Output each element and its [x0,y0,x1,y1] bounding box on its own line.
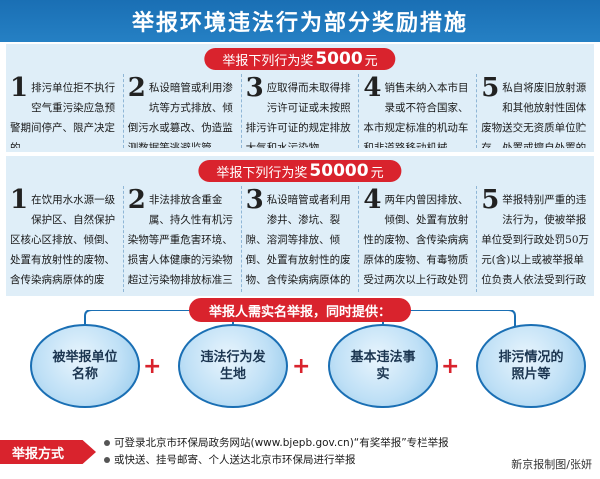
section-2-unit: 元 [370,165,384,181]
requirement-circle: 排污情况的照片等 [476,324,586,408]
section-2-item: 2 非法排放含重金属、持久性有机污染物等严重危害环境、损害人体健康的污染物超过污… [124,186,242,292]
item-text: 私设暗管或利用渗坑等方式排放、倾倒污水或篡改、伪造监测数据等逃避监管 [127,82,233,148]
section-2-item: 3 私设暗管或者利用渗井、渗坑、裂隙、溶洞等排放、倾倒、处置有放射性的废物、含传… [242,186,360,292]
section-1-item: 3 应取得而未取得排污许可证或未按照排污许可证的规定排放大气和水污染物 [242,74,360,148]
item-number: 1 [10,74,29,103]
section-1-items: 1 排污单位拒不执行空气重污染应急预警期间停产、限产决定的 2 私设暗管或利用渗… [6,74,594,148]
section-1-item: 2 私设暗管或利用渗坑等方式排放、倾倒污水或篡改、伪造监测数据等逃避监管 [124,74,242,148]
section-2-item: 4 两年内曾因排放、倾倒、处置有放射性的废物、含传染病病原体的废物、有毒物质受过… [359,186,478,292]
section-1-reward-badge: 举报下列行为奖 5000 元 [204,48,396,70]
requirement-text: 违法行为发生地 [200,350,266,382]
item-number: 4 [363,74,382,103]
item-number: 3 [245,74,264,103]
connector-line [84,310,516,326]
requirement-text: 被举报单位名称 [52,350,118,382]
item-text: 非法排放含重金属、持久性有机污染物等严重危害环境、损害人体健康的污染物超过污染物… [127,194,233,286]
requirement-circle: 基本违法事实 [328,324,438,408]
item-text: 销售未纳入本市目录或不符合国家、本市规定标准的机动车和非道路移动机械 [363,82,469,148]
section-1-unit: 元 [364,53,378,69]
requirement-circle: 被举报单位名称 [30,324,140,408]
requirement-text: 排污情况的照片等 [498,350,564,382]
item-text: 两年内曾因排放、倾倒、处置有放射性的废物、含传染病病原体的废物、有毒物质受过两次… [363,194,469,286]
item-number: 1 [10,186,29,215]
requirement-circle: 违法行为发生地 [178,324,288,408]
bullet-icon [104,440,110,446]
plus-sign: + [143,354,162,379]
item-text: 在饮用水水源一级保护区、自然保护区核心区排放、倾倒、处置有放射性的废物、含传染病… [10,194,116,286]
item-number: 5 [481,74,500,103]
section-2-item: 1 在饮用水水源一级保护区、自然保护区核心区排放、倾倒、处置有放射性的废物、含传… [6,186,124,292]
item-number: 2 [127,186,146,215]
section-1-item: 4 销售未纳入本市目录或不符合国家、本市规定标准的机动车和非道路移动机械 [359,74,478,148]
report-method-text: 或快送、挂号邮寄、个人送达北京市环保局进行举报 [114,454,356,466]
section-2-item: 5 举报特别严重的违法行为，使被举报单位受到行政处罚50万元(含)以上或被举报单… [477,186,594,292]
item-number: 2 [127,74,146,103]
section-2-reward-badge: 举报下列行为奖 50000 元 [198,160,402,182]
section-2-amount: 50000 [309,161,369,181]
bullet-icon [104,457,110,463]
section-1-prefix: 举报下列行为奖 [222,53,314,69]
report-methods: 可登录北京市环保局政务网站(www.bjepb.gov.cn)“有奖举报”专栏举… [104,435,504,469]
requirement-badge: 举报人需实名举报，同时提供： [188,298,412,322]
section-2-prefix: 举报下列行为奖 [216,165,308,181]
report-method-item: 或快送、挂号邮寄、个人送达北京市环保局进行举报 [104,452,504,469]
item-number: 4 [363,186,382,215]
section-1-amount: 5000 [315,49,363,69]
page-title: 举报环境违法行为部分奖励措施 [131,10,468,36]
image-credit: 新京报制图/张妍 [511,458,592,471]
report-method-label: 举报方式 [0,440,96,464]
requirement-text: 基本违法事实 [350,350,416,382]
section-1-item: 1 排污单位拒不执行空气重污染应急预警期间停产、限产决定的 [6,74,124,148]
header-banner: 举报环境违法行为部分奖励措施 [0,0,600,42]
item-text: 私设暗管或者利用渗井、渗坑、裂隙、溶洞等排放、倾倒、处置有放射性的废物、含传染病… [245,194,351,286]
report-method-text: 可登录北京市环保局政务网站(www.bjepb.gov.cn)“有奖举报”专栏举… [114,437,449,449]
report-method-item: 可登录北京市环保局政务网站(www.bjepb.gov.cn)“有奖举报”专栏举… [104,435,504,452]
item-text: 举报特别严重的违法行为，使被举报单位受到行政处罚50万元(含)以上或被举报单位负… [481,194,590,286]
section-2-items: 1 在饮用水水源一级保护区、自然保护区核心区排放、倾倒、处置有放射性的废物、含传… [6,186,594,292]
section-1-item: 5 私自将废旧放射源和其他放射性固体废物送交无资质单位贮存、处置或擅自处置的 [477,74,594,148]
plus-sign: + [292,354,311,379]
item-number: 3 [245,186,264,215]
item-text: 排污单位拒不执行空气重污染应急预警期间停产、限产决定的 [10,82,116,148]
plus-sign: + [441,354,460,379]
item-text: 私自将废旧放射源和其他放射性固体废物送交无资质单位贮存、处置或擅自处置的 [481,82,587,148]
item-number: 5 [481,186,500,215]
item-text: 应取得而未取得排污许可证或未按照排污许可证的规定排放大气和水污染物 [245,82,351,148]
